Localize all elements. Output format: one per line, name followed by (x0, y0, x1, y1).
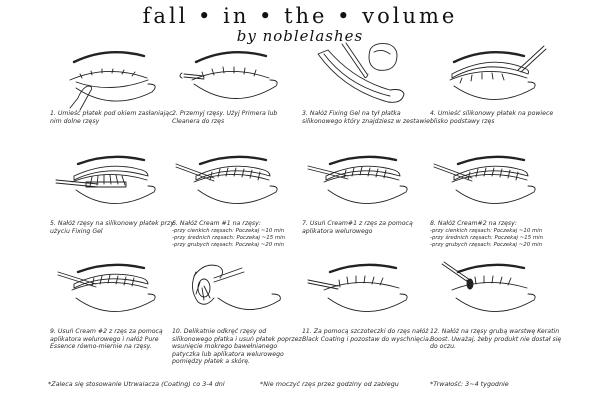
step-8-illustration (433, 155, 536, 204)
step-3-illustration (317, 42, 405, 103)
footer-note-coating: *Zaleca się stosowanie Utrwalacza (Coati… (48, 380, 225, 388)
step-7-illustration (307, 155, 408, 204)
step-6-caption: 6. Nałóż Cream #1 na rzęsy:-przy cienkic… (172, 220, 304, 249)
step-6-illustration (175, 155, 278, 204)
step-10-caption: 10. Delikatnie odkręć rzęsy od silikonow… (172, 328, 302, 366)
step-12-illustration (441, 261, 536, 312)
step-11: 11. Za pomocą szczoteczki do rzęs nałóż … (300, 258, 434, 343)
step-3-caption: 3. Nałóż Fixing Gel na tył płatka siliko… (302, 110, 430, 125)
step-11-caption: 11. Za pomocą szczoteczki do rzęs nałóż … (302, 328, 431, 343)
step-1: 1. Umieść płatek pod okiem zasłaniając n… (48, 40, 182, 125)
step-6-time-thick: -przy grubych rzęsach: Poczekaj ~20 min (172, 241, 285, 248)
step-9-illustration (57, 263, 156, 312)
footer-note-water: *Nie moczyć rzęs przez godziny od zabieg… (260, 380, 399, 388)
step-4-illustration (449, 45, 547, 100)
step-4: 4. Umieść silikonowy płatek na powiece b… (428, 40, 562, 125)
step-9-caption: 9. Usuń Cream #2 z rzęs za pomocą aplika… (50, 328, 163, 351)
step-2-caption: 2. Przemyj rzęsy. Użyj Primera lub Clean… (172, 110, 278, 125)
step-6-time-medium: -przy średnich rzęsach: Poczekaj ~15 min (172, 234, 286, 241)
step-5-caption: 5. Nałóż rzęsy na silikonowy płatek przy… (50, 220, 175, 235)
step-8-time-thick: -przy grubych rzęsach: Poczekaj ~20 min (430, 241, 543, 248)
step-12: 12. Nałóż na rzęsy grubą warstwę Keratin… (428, 258, 562, 351)
step-7: 7. Usuń Cream#1 z rzęs za pomocą aplikat… (300, 150, 434, 235)
step-5: 5. Nałóż rzęsy na silikonowy płatek przy… (48, 150, 182, 235)
step-9: 9. Usuń Cream #2 z rzęs za pomocą aplika… (48, 258, 182, 351)
step-6-time-thin: -przy cienkich rzęsach: Poczekaj ~10 min (172, 227, 285, 234)
step-8-caption: 8. Nałóż Cream#2 na rzęsy:-przy cienkich… (430, 220, 562, 249)
page-subtitle: by noblelashes (236, 27, 364, 45)
footer-note-durability: *Trwałość: 3~4 tygodnie (430, 380, 509, 388)
step-5-illustration (55, 155, 156, 204)
step-8: 8. Nałóż Cream#2 na rzęsy:-przy cienkich… (428, 150, 562, 249)
step-10-illustration (192, 264, 281, 310)
step-2: 2. Przemyj rzęsy. Użyj Primera lub Clean… (170, 40, 304, 125)
step-1-caption: 1. Umieść płatek pod okiem zasłaniając n… (50, 110, 173, 125)
step-2-illustration (179, 51, 278, 99)
step-6: 6. Nałóż Cream #1 na rzęsy:-przy cienkic… (170, 150, 304, 249)
step-11-illustration (307, 263, 408, 312)
page-title: fall • in • the • volume (142, 4, 458, 28)
step-7-caption: 7. Usuń Cream#1 z rzęs za pomocą aplikat… (302, 220, 413, 235)
step-12-caption: 12. Nałóż na rzęsy grubą warstwę Keratin… (430, 328, 562, 351)
step-10: 10. Delikatnie odkręć rzęsy od silikonow… (170, 258, 304, 366)
step-8-time-medium: -przy średnich rzęsach: Poczekaj ~15 min (430, 234, 544, 241)
step-4-caption: 4. Umieść silikonowy płatek na powiece b… (430, 110, 554, 125)
step-8-time-thin: -przy cienkich rzęsach: Poczekaj ~10 min (430, 227, 543, 234)
step-1-illustration (69, 51, 156, 110)
step-3: 3. Nałóż Fixing Gel na tył płatka siliko… (300, 40, 434, 125)
